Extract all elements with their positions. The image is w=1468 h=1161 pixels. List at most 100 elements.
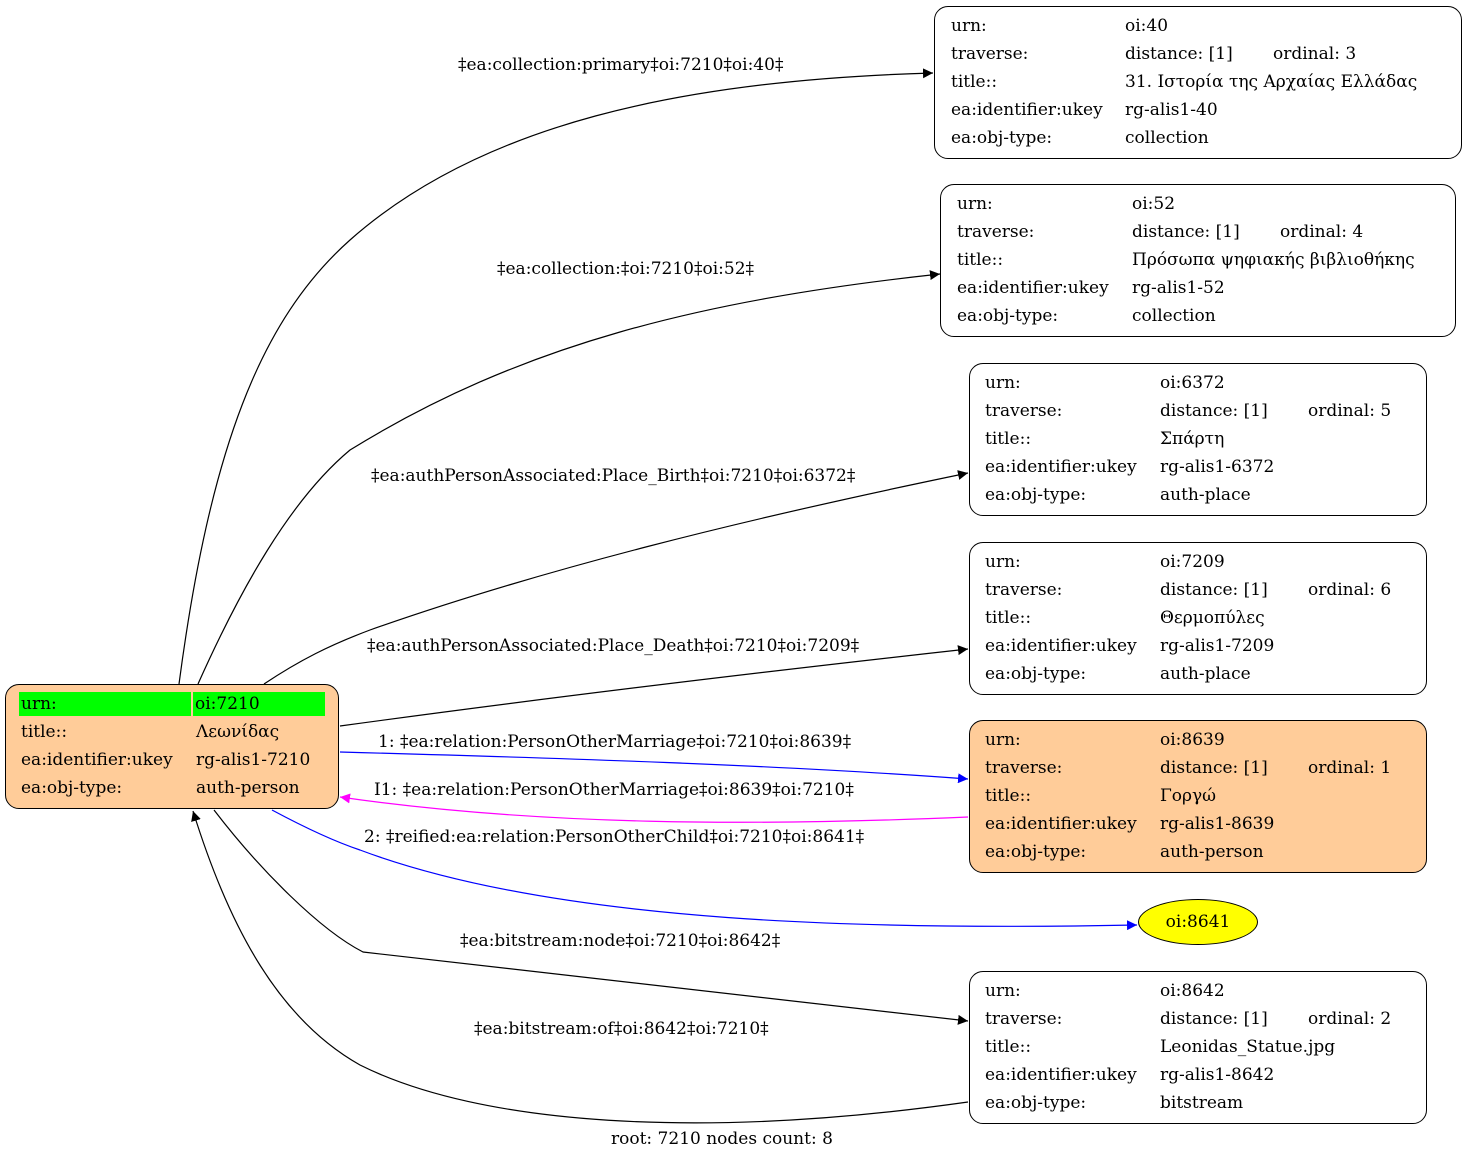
- root-node[interactable]: urn: oi:7210 title:: Λεωνίδας ea:identif…: [5, 684, 339, 809]
- title-key: title::: [985, 429, 1032, 449]
- type-key: ea:obj-type:: [985, 1093, 1087, 1113]
- title-key: title::: [985, 786, 1032, 806]
- edge-label-bitstream-of: ‡ea:bitstream:of‡oi:8642‡oi:7210‡: [474, 1019, 769, 1039]
- urn-value: oi:7209: [1160, 552, 1225, 572]
- ukey-key: ea:identifier:ukey: [985, 457, 1137, 477]
- root-urn-value: oi:7210: [193, 692, 325, 716]
- edge-label-place-death: ‡ea:authPersonAssociated:Place_Death‡oi:…: [367, 636, 860, 656]
- graph-footer: root: 7210 nodes count: 8: [611, 1129, 833, 1149]
- ukey-value: rg-alis1-52: [1132, 278, 1225, 298]
- edge-marriage-inverse: [339, 793, 969, 823]
- type-value: collection: [1125, 128, 1209, 148]
- edge-label-collection-primary: ‡ea:collection:primary‡oi:7210‡oi:40‡: [458, 55, 784, 75]
- urn-value: oi:6372: [1160, 373, 1225, 393]
- distance-value: distance: [1]: [1160, 401, 1268, 421]
- node-oi-6372[interactable]: urn: oi:6372 traverse: distance: [1] ordina…: [969, 363, 1427, 516]
- ukey-key: ea:identifier:ukey: [985, 1065, 1137, 1085]
- distance-value: distance: [1]: [1132, 222, 1240, 242]
- ukey-value: rg-alis1-8639: [1160, 814, 1275, 834]
- root-type-key: ea:obj-type:: [21, 778, 123, 798]
- ukey-value: rg-alis1-40: [1125, 100, 1218, 120]
- ordinal-value: ordinal: 3: [1273, 44, 1357, 64]
- node-oi-8639[interactable]: urn: oi:8639 traverse: distance: [1] ordina…: [969, 720, 1427, 873]
- node-oi-52[interactable]: urn:oi:52 traverse:distance: [1]ordinal:…: [940, 184, 1456, 337]
- node-oi-7209[interactable]: urn: oi:7209 traverse: distance: [1] ordina…: [969, 542, 1427, 695]
- title-value: Σπάρτη: [1160, 429, 1225, 449]
- ukey-value: rg-alis1-6372: [1160, 457, 1275, 477]
- ordinal-value: ordinal: 5: [1308, 401, 1392, 421]
- root-title-value: Λεωνίδας: [196, 722, 280, 742]
- ukey-value: rg-alis1-8642: [1160, 1065, 1275, 1085]
- urn-value: oi:40: [1125, 16, 1169, 36]
- urn-value: oi:8642: [1160, 981, 1225, 1001]
- distance-value: distance: [1]: [1160, 580, 1268, 600]
- edge-marriage: [339, 751, 969, 784]
- edge-bitstream-node: [213, 809, 969, 1025]
- type-value: auth-place: [1160, 664, 1251, 684]
- traverse-key: traverse:: [951, 44, 1029, 64]
- distance-value: distance: [1]: [1125, 44, 1233, 64]
- node-oi-8642[interactable]: urn:oi:8642 traverse:distance: [1]ordina…: [969, 971, 1427, 1124]
- edge-label-bitstream-node: ‡ea:bitstream:node‡oi:7210‡oi:8642‡: [460, 931, 781, 951]
- urn-key: urn:: [957, 194, 993, 214]
- urn-key: urn:: [985, 730, 1021, 750]
- ordinal-value: ordinal: 2: [1308, 1009, 1392, 1029]
- edge-reified-child: [271, 809, 1138, 931]
- urn-key: urn:: [985, 373, 1021, 393]
- edge-place-birth: [263, 470, 969, 685]
- edge-collection: [197, 270, 941, 685]
- edge-collection-primary: [178, 68, 934, 685]
- urn-key: urn:: [985, 552, 1021, 572]
- type-value: collection: [1132, 306, 1216, 326]
- title-value: Θερμοπύλες: [1160, 608, 1265, 628]
- type-key: ea:obj-type:: [985, 664, 1087, 684]
- title-value: Γοργώ: [1160, 786, 1217, 806]
- ukey-key: ea:identifier:ukey: [957, 278, 1109, 298]
- ukey-key: ea:identifier:ukey: [985, 814, 1137, 834]
- ordinal-value: ordinal: 6: [1308, 580, 1392, 600]
- edge-label-reified-child: 2: ‡reified:ea:relation:PersonOtherChild…: [364, 827, 865, 847]
- edge-label-collection: ‡ea:collection:‡oi:7210‡oi:52‡: [497, 259, 755, 279]
- title-value: Πρόσωπα ψηφιακής βιβλιοθήκης: [1132, 250, 1415, 270]
- type-key: ea:obj-type:: [985, 842, 1087, 862]
- root-title-key: title::: [21, 722, 68, 742]
- title-value: 31. Ιστορία της Αρχαίας Ελλάδας: [1125, 72, 1418, 92]
- root-ukey-key: ea:identifier:ukey: [21, 750, 173, 770]
- urn-value: oi:52: [1132, 194, 1176, 214]
- root-type-value: auth-person: [196, 778, 300, 798]
- traverse-key: traverse:: [985, 580, 1063, 600]
- type-key: ea:obj-type:: [985, 485, 1087, 505]
- traverse-key: traverse:: [985, 758, 1063, 778]
- ukey-value: rg-alis1-7209: [1160, 636, 1275, 656]
- title-key: title::: [951, 72, 998, 92]
- distance-value: distance: [1]: [1160, 1009, 1268, 1029]
- title-key: title::: [985, 1037, 1032, 1057]
- type-key: ea:obj-type:: [951, 128, 1053, 148]
- type-value: auth-person: [1160, 842, 1264, 862]
- node-oi-40[interactable]: urn: oi:40 traverse: distance: [1] ordinal:…: [934, 6, 1462, 159]
- urn-value: oi:8639: [1160, 730, 1225, 750]
- title-key: title::: [985, 608, 1032, 628]
- root-urn-row: urn: oi:7210: [19, 692, 327, 720]
- edge-label-place-birth: ‡ea:authPersonAssociated:Place_Birth‡oi:…: [371, 466, 856, 486]
- ordinal-value: ordinal: 1: [1308, 758, 1392, 778]
- edge-place-death: [339, 645, 969, 727]
- type-value: bitstream: [1160, 1093, 1244, 1113]
- title-value: Leonidas_Statue.jpg: [1160, 1037, 1336, 1057]
- traverse-key: traverse:: [985, 1009, 1063, 1029]
- title-key: title::: [957, 250, 1004, 270]
- reified-node-oi-8641[interactable]: oi:8641: [1138, 899, 1258, 945]
- distance-value: distance: [1]: [1160, 758, 1268, 778]
- ukey-key: ea:identifier:ukey: [985, 636, 1137, 656]
- traverse-key: traverse:: [985, 401, 1063, 421]
- type-key: ea:obj-type:: [957, 306, 1059, 326]
- edge-label-marriage: 1: ‡ea:relation:PersonOtherMarriage‡oi:7…: [378, 732, 852, 752]
- edge-bitstream-of: [191, 810, 969, 1124]
- urn-key: urn:: [951, 16, 987, 36]
- root-ukey-value: rg-alis1-7210: [196, 750, 311, 770]
- ukey-key: ea:identifier:ukey: [951, 100, 1103, 120]
- root-urn-key: urn:: [19, 692, 191, 716]
- type-value: auth-place: [1160, 485, 1251, 505]
- edge-label-marriage-inverse: I1: ‡ea:relation:PersonOtherMarriage‡oi:…: [374, 780, 854, 800]
